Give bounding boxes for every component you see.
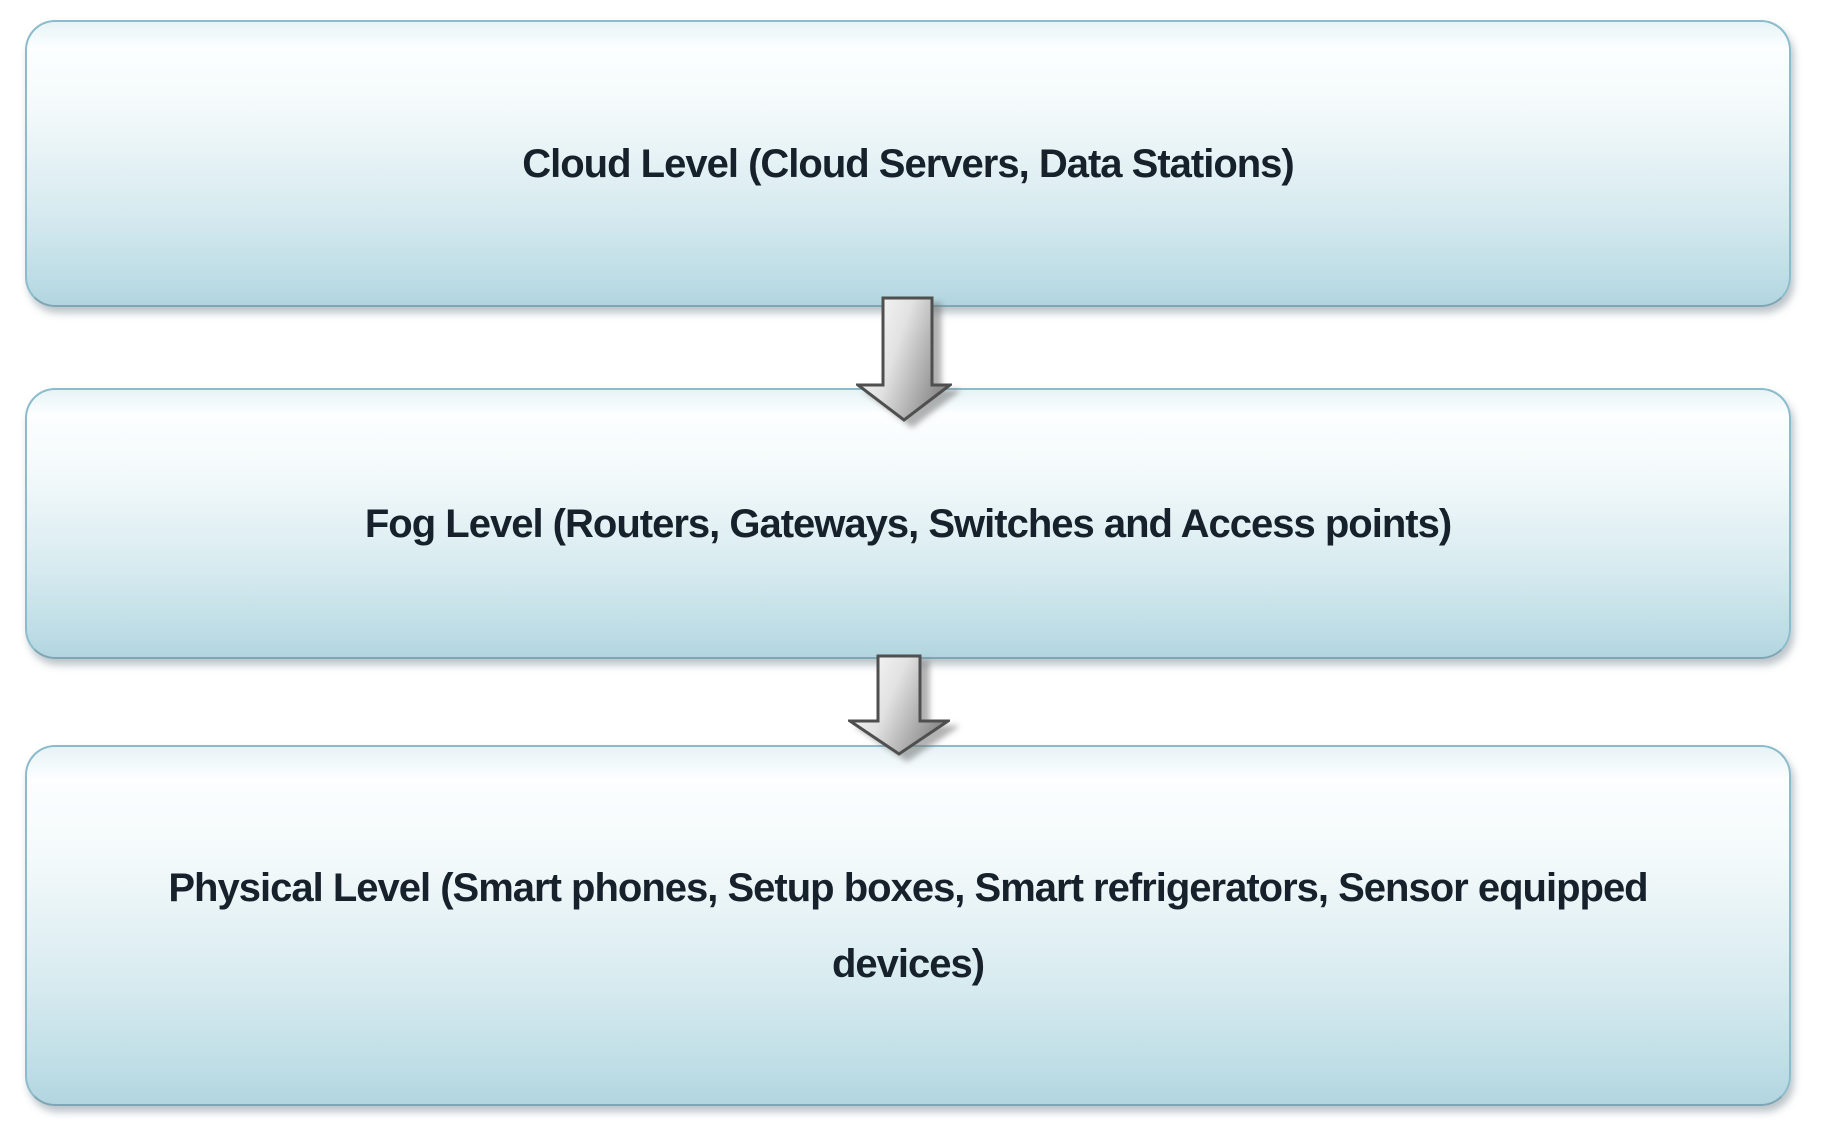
- fog-to-physical-down-arrow-icon: [848, 654, 950, 756]
- fog-level-label: Fog Level (Routers, Gateways, Switches a…: [364, 486, 1452, 562]
- physical-level-box: Physical Level (Smart phones, Setup boxe…: [25, 745, 1791, 1106]
- physical-level-label-line-2: devices): [831, 941, 985, 986]
- physical-level-label: Physical Level (Smart phones, Setup boxe…: [168, 850, 1648, 1002]
- physical-level-label-line-1: Physical Level (Smart phones, Setup boxe…: [168, 865, 1648, 910]
- cloud-level-box: Cloud Level (Cloud Servers, Data Station…: [25, 20, 1791, 307]
- cloud-level-label-line: Cloud Level (Cloud Servers, Data Station…: [522, 141, 1294, 186]
- fog-level-label-line: Fog Level (Routers, Gateways, Switches a…: [364, 501, 1452, 546]
- cloud-level-label: Cloud Level (Cloud Servers, Data Station…: [522, 126, 1294, 202]
- down-arrow-shape: [856, 296, 952, 422]
- fog-level-box: Fog Level (Routers, Gateways, Switches a…: [25, 388, 1791, 659]
- cloud-to-fog-down-arrow-icon: [856, 296, 952, 422]
- down-arrow-shape: [848, 654, 950, 756]
